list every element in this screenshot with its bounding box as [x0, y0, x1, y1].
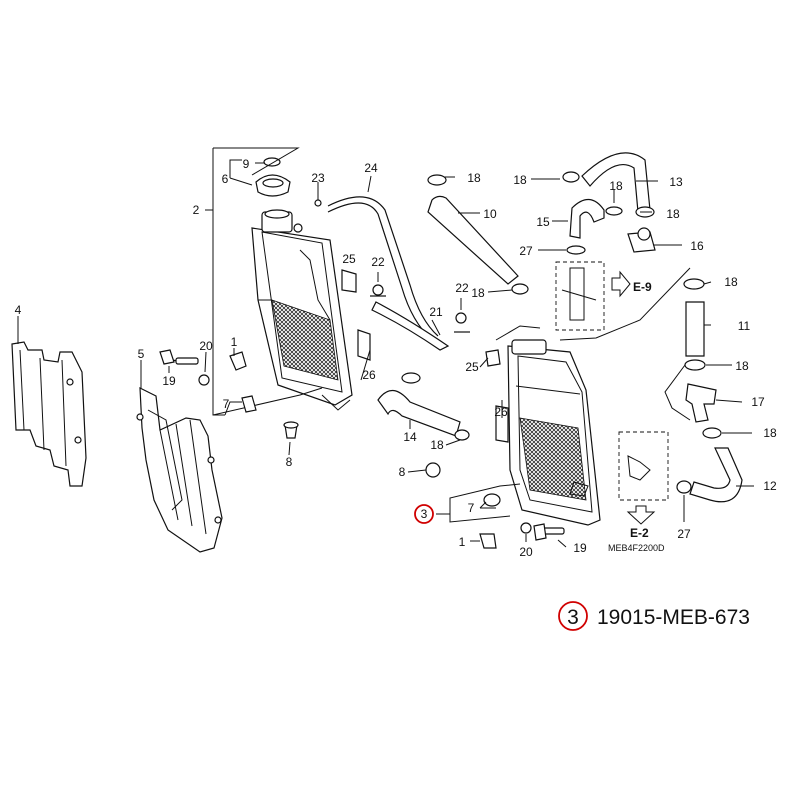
callout-18: 18 — [471, 286, 485, 300]
hose-24 — [314, 182, 439, 341]
callout-18: 18 — [735, 359, 749, 373]
callout-25: 25 — [465, 360, 479, 374]
callout-20: 20 — [199, 339, 213, 353]
callout-15: 15 — [536, 215, 550, 229]
callout-13: 13 — [669, 175, 683, 189]
hose-11 — [683, 278, 706, 371]
callout-5: 5 — [138, 347, 145, 361]
left-radiator-bracket-lines — [205, 147, 323, 416]
hose-14 — [377, 372, 470, 441]
leader-lines — [17, 162, 754, 548]
callout-1: 1 — [459, 535, 466, 549]
callout-12: 12 — [763, 479, 777, 493]
callout-10: 10 — [483, 207, 497, 221]
detail-e9-box — [555, 261, 631, 331]
callout-6: 6 — [222, 172, 229, 186]
callout-1: 1 — [231, 335, 238, 349]
fitting-17 — [685, 383, 722, 439]
callout-17: 17 — [751, 395, 765, 409]
callout-18: 18 — [609, 179, 623, 193]
ref-e2: E-2 — [630, 526, 649, 540]
callout-27: 27 — [677, 527, 691, 541]
callout-7: 7 — [468, 501, 475, 515]
callout-27: 27 — [519, 244, 533, 258]
callout-7: 7 — [223, 397, 230, 411]
callout-14: 14 — [403, 430, 417, 444]
callout-19: 19 — [573, 541, 587, 555]
callout-18: 18 — [467, 171, 481, 185]
highlight-number: 3 — [567, 606, 579, 629]
right-radiator — [485, 339, 601, 526]
hose-15 — [566, 198, 623, 255]
left-small-parts — [159, 349, 299, 439]
callout-22: 22 — [371, 255, 385, 269]
callout-8: 8 — [286, 455, 293, 469]
left-radiator — [251, 209, 371, 411]
callout-16: 16 — [690, 239, 704, 253]
right-small-parts — [425, 462, 565, 549]
ref-e9: E-9 — [633, 280, 652, 294]
callout-19: 19 — [162, 374, 176, 388]
highlight-circle-3 — [414, 504, 434, 524]
callout-18: 18 — [513, 173, 527, 187]
callout-numbers: 9 6 2 23 24 18 18 13 18 10 15 18 27 16 2… — [15, 157, 777, 559]
hose-10 — [427, 174, 529, 295]
callout-18: 18 — [666, 207, 680, 221]
callout-22: 22 — [455, 281, 469, 295]
callout-25: 25 — [342, 252, 356, 266]
louver-5 — [136, 387, 223, 553]
callout-2: 2 — [193, 203, 200, 217]
callout-23: 23 — [311, 171, 325, 185]
part-number: 19015-MEB-673 — [597, 606, 750, 629]
callout-18: 18 — [430, 438, 444, 452]
callout-11: 11 — [738, 319, 751, 333]
detail-e2-box — [618, 431, 669, 525]
callout-9: 9 — [243, 157, 250, 171]
shroud-4 — [11, 341, 87, 487]
callout-8: 8 — [399, 465, 406, 479]
callout-3: 3 — [421, 507, 428, 521]
radiator-cap — [255, 157, 291, 197]
callout-4: 4 — [15, 303, 22, 317]
highlight-circle-legend — [558, 601, 588, 631]
callout-18: 18 — [763, 426, 777, 440]
hose-12 — [676, 447, 743, 503]
callout-26: 26 — [494, 405, 508, 419]
right-radiator-bracket-lines — [436, 267, 691, 523]
hose-21 — [370, 284, 470, 351]
callout-26: 26 — [362, 368, 376, 382]
diagram-code: MEB4F2200D — [608, 543, 665, 553]
fitting-16 — [627, 227, 656, 253]
callout-18: 18 — [724, 275, 738, 289]
callout-24: 24 — [364, 161, 378, 175]
callout-21: 21 — [429, 305, 443, 319]
callout-20: 20 — [519, 545, 533, 559]
